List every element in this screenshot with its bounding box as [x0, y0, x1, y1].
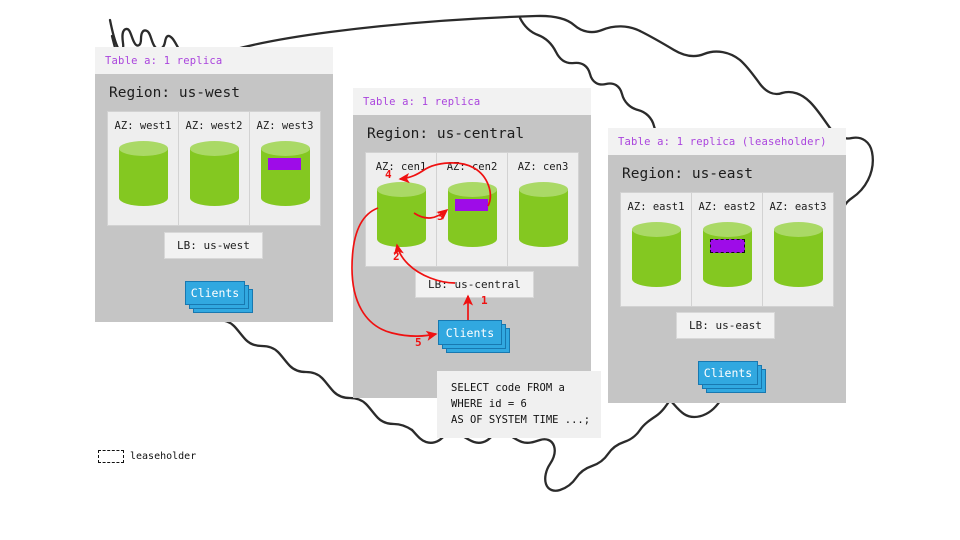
clients-us-east[interactable]: Clients	[698, 361, 766, 393]
node-cylinder-east3[interactable]	[773, 222, 823, 294]
load-balancer-us-west[interactable]: LB: us-west	[164, 232, 263, 259]
az-label: AZ: cen2	[446, 161, 498, 173]
range-replica-east2-leaseholder[interactable]	[709, 239, 745, 253]
az-label: AZ: cen3	[517, 161, 569, 173]
region-title-us-central: Region: us-central	[367, 126, 525, 142]
az-row-us-east: AZ: east1 AZ: east2 AZ: east3	[620, 192, 834, 307]
az-label: AZ: west1	[114, 120, 172, 132]
arrow-label-1: 1	[481, 294, 488, 307]
legend-leaseholder: leaseholder	[98, 450, 196, 463]
region-panel-us-west: Table a: 1 replica Region: us-west AZ: w…	[95, 47, 333, 322]
az-west1[interactable]: AZ: west1	[108, 112, 178, 225]
az-row-us-west: AZ: west1 AZ: west2 AZ: west3	[107, 111, 321, 226]
arrow-label-5: 5	[415, 336, 422, 349]
arrow-label-3: 3	[437, 210, 444, 223]
az-label: AZ: cen1	[375, 161, 427, 173]
az-east2[interactable]: AZ: east2	[691, 193, 762, 306]
node-cylinder-east2[interactable]	[702, 222, 752, 294]
clients-card-front[interactable]: Clients	[438, 320, 502, 345]
az-west2[interactable]: AZ: west2	[178, 112, 249, 225]
node-cylinder-east1[interactable]	[631, 222, 681, 294]
node-cylinder-west1[interactable]	[118, 141, 168, 213]
az-east1[interactable]: AZ: east1	[621, 193, 691, 306]
node-cylinder-west3[interactable]	[260, 141, 310, 213]
node-cylinder-west2[interactable]	[189, 141, 239, 213]
dashed-rectangle-icon	[98, 450, 124, 463]
load-balancer-us-east[interactable]: LB: us-east	[676, 312, 775, 339]
az-cen2[interactable]: AZ: cen2	[436, 153, 507, 266]
replica-header-us-central: Table a: 1 replica	[353, 88, 591, 115]
clients-card-front[interactable]: Clients	[698, 361, 758, 385]
replica-header-us-east: Table a: 1 replica (leaseholder)	[608, 128, 846, 155]
sql-query-box: SELECT code FROM a WHERE id = 6 AS OF SY…	[437, 371, 601, 439]
az-cen1[interactable]: AZ: cen1	[366, 153, 436, 266]
clients-us-west[interactable]: Clients	[185, 281, 253, 313]
az-west3[interactable]: AZ: west3	[249, 112, 320, 225]
az-label: AZ: east3	[769, 201, 827, 213]
az-label: AZ: west2	[185, 120, 243, 132]
arrow-label-2: 2	[393, 250, 400, 263]
az-cen3[interactable]: AZ: cen3	[507, 153, 578, 266]
legend-label: leaseholder	[130, 451, 197, 462]
node-cylinder-cen2[interactable]	[447, 182, 497, 254]
clients-us-central[interactable]: Clients	[438, 320, 510, 353]
az-label: AZ: east2	[698, 201, 756, 213]
range-replica-cen2[interactable]	[454, 199, 488, 211]
az-label: AZ: east1	[627, 201, 685, 213]
clients-card-front[interactable]: Clients	[185, 281, 245, 305]
az-east3[interactable]: AZ: east3	[762, 193, 833, 306]
node-cylinder-cen1[interactable]	[376, 182, 426, 254]
region-title-us-west: Region: us-west	[109, 85, 240, 101]
node-cylinder-cen3[interactable]	[518, 182, 568, 254]
range-replica-west3[interactable]	[267, 158, 301, 170]
load-balancer-us-central[interactable]: LB: us-central	[415, 271, 534, 298]
replica-header-us-west: Table a: 1 replica	[95, 47, 333, 74]
arrow-label-4: 4	[385, 168, 392, 181]
region-title-us-east: Region: us-east	[622, 166, 753, 182]
az-label: AZ: west3	[256, 120, 314, 132]
